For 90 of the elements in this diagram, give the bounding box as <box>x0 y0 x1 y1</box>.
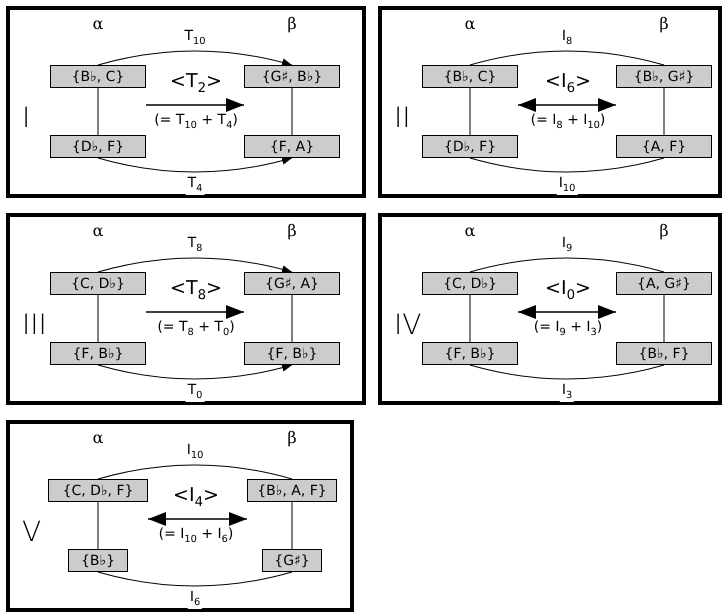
arc-arrow <box>98 364 292 380</box>
arc-arrow <box>98 156 292 172</box>
pitch-set-text: {D♭, F} <box>444 138 496 154</box>
operation-arrow <box>518 98 616 112</box>
pitch-set-text: {G♯, B♭} <box>262 68 322 84</box>
edge-label: I$_{6}$ <box>188 590 202 609</box>
pitch-set-text: {B♭} <box>80 552 116 568</box>
pitch-set-box <box>50 65 146 88</box>
operation-equation: (= I$_{10}$ + I$_{6}$) <box>158 527 234 545</box>
edge-label: T$_{4}$ <box>186 176 204 195</box>
pitch-set-box <box>244 272 340 295</box>
pitch-set-box <box>422 342 518 365</box>
pitch-set-box <box>247 479 337 502</box>
panel-frame <box>378 213 722 405</box>
panel-numeral: III <box>22 311 47 339</box>
pitch-set-box <box>68 549 128 572</box>
pitch-set-text: {F, B♭} <box>266 346 318 362</box>
pitch-set-box <box>244 342 340 365</box>
pitch-set-box <box>50 272 146 295</box>
operation-arrow <box>146 98 244 112</box>
panel-numeral: V <box>22 518 42 546</box>
arc-arrow <box>98 258 292 274</box>
operation-arrow <box>148 512 247 526</box>
pitch-set-box <box>616 272 712 295</box>
column-label: α <box>92 223 104 239</box>
panel-frame <box>6 6 366 198</box>
arc-line <box>98 572 292 586</box>
panel-frame <box>378 6 722 198</box>
pitch-set-box <box>244 65 340 88</box>
column-label: α <box>464 223 476 239</box>
arc-line <box>470 158 664 172</box>
operation-label: <I$_{6}$> <box>545 72 591 96</box>
pitch-set-box <box>422 135 518 158</box>
pitch-set-text: {C, D♭} <box>443 276 497 292</box>
arc-arrow <box>98 50 292 66</box>
pitch-set-text: {F, A} <box>270 138 314 154</box>
arc-line <box>470 258 664 272</box>
pitch-set-box <box>616 342 712 365</box>
panel-frame <box>6 213 366 405</box>
pitch-set-text: {G♯} <box>274 552 310 568</box>
pitch-set-box <box>262 549 322 572</box>
pitch-set-text: {B♭, G♯} <box>634 68 694 84</box>
pitch-set-text: {C, D♭} <box>71 276 125 292</box>
column-label: α <box>464 16 476 32</box>
operation-equation: (= T$_{8}$ + T$_{0}$) <box>157 320 235 338</box>
column-label: α <box>92 430 104 446</box>
operation-equation: (= I$_{9}$ + I$_{3}$) <box>534 320 602 338</box>
pitch-set-box <box>50 135 146 158</box>
pitch-set-text: {C, D♭, F} <box>62 482 134 498</box>
pitch-set-text: {B♭, C} <box>444 68 496 84</box>
edge-label: I$_{10}$ <box>556 176 578 195</box>
operation-arrow <box>146 305 244 319</box>
pitch-set-box <box>422 272 518 295</box>
pitch-set-text: {F, B♭} <box>72 346 124 362</box>
arc-line <box>470 364 664 380</box>
pitch-set-text: {G♯, A} <box>265 276 319 292</box>
operation-label: <T$_{2}$> <box>170 72 222 96</box>
operation-label: <T$_{8}$> <box>170 279 222 302</box>
edge-label: I$_{3}$ <box>560 383 574 402</box>
panel-numeral: I <box>22 104 30 132</box>
panel-numeral: II <box>394 104 411 132</box>
arc-line <box>470 50 664 66</box>
pitch-set-box <box>50 342 146 365</box>
column-label: α <box>92 16 104 32</box>
pitch-set-box <box>616 65 712 88</box>
pitch-set-text: {D♭, F} <box>72 138 124 154</box>
operation-label: <I$_{4}$> <box>173 486 219 510</box>
operation-label: <I$_{0}$> <box>545 279 591 302</box>
column-label: β <box>287 16 297 32</box>
column-label: β <box>659 16 669 32</box>
pitch-set-text: {F, B♭} <box>444 346 496 362</box>
column-label: β <box>659 223 669 239</box>
operation-arrow <box>518 305 616 319</box>
pitch-set-text: {B♭, A, F} <box>257 482 327 498</box>
pitch-set-text: {A, F} <box>642 138 686 154</box>
operation-equation: (= T$_{10}$ + T$_{4}$) <box>154 113 238 131</box>
column-label: β <box>287 223 297 239</box>
pitch-set-box <box>616 135 712 158</box>
pitch-set-box <box>244 135 340 158</box>
arc-line <box>98 464 292 480</box>
panel-numeral: IV <box>394 311 422 339</box>
edge-label: T$_{0}$ <box>186 383 204 402</box>
panel-frame <box>6 420 354 612</box>
pitch-set-text: {B♭, F} <box>638 346 690 362</box>
pitch-set-box <box>422 65 518 88</box>
pitch-set-box <box>48 479 148 502</box>
operation-equation: (= I$_{8}$ + I$_{10}$) <box>530 113 606 131</box>
pitch-set-text: {B♭, C} <box>72 68 124 84</box>
column-label: β <box>287 430 297 446</box>
pitch-set-text: {A, G♯} <box>637 276 691 292</box>
